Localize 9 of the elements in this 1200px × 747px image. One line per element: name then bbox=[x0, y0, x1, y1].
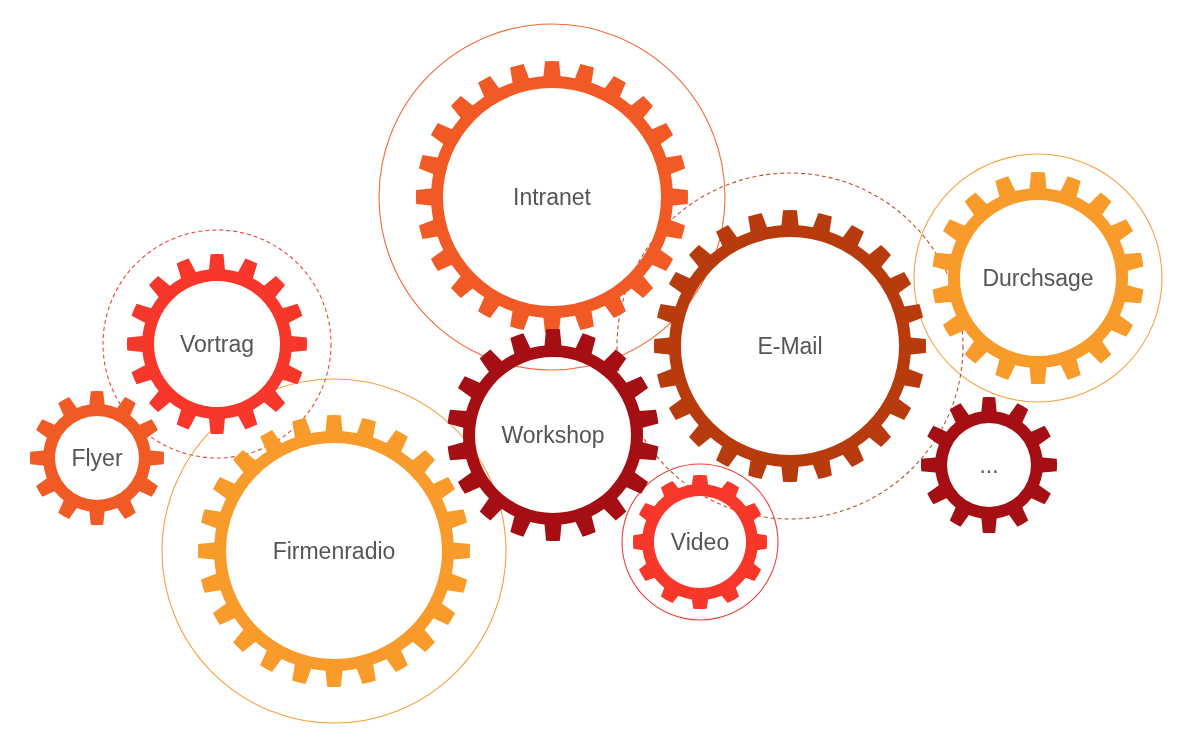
gear-label: Firmenradio bbox=[272, 537, 396, 565]
gear-label: Durchsage bbox=[982, 264, 1094, 292]
gear-label: Intranet bbox=[513, 183, 591, 211]
gear-label: E-Mail bbox=[757, 332, 823, 360]
gear-label: ... bbox=[979, 451, 999, 479]
gear-label: Workshop bbox=[501, 421, 605, 449]
gear-label: Video bbox=[670, 528, 730, 556]
gear-label: Vortrag bbox=[179, 330, 255, 358]
gear-label: Flyer bbox=[71, 444, 123, 472]
